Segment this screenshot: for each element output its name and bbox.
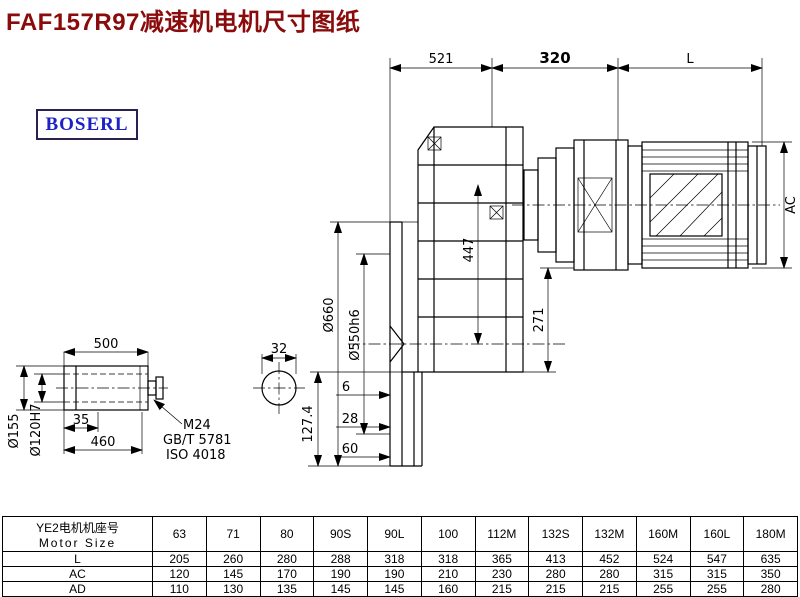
frame-size-cell: 160L xyxy=(689,516,745,552)
frame-size-cell: 112M xyxy=(474,516,530,552)
frame-size-cell: 90L xyxy=(367,516,422,552)
dim-500-label: 500 xyxy=(94,337,119,352)
motor-fins xyxy=(642,149,748,261)
value-cell: 365 xyxy=(474,551,530,567)
row-label-cell: AC xyxy=(2,566,153,582)
hollow-shaft-bore-chamfer xyxy=(389,325,405,363)
value-cell: 135 xyxy=(259,581,315,597)
dim-AC-label: AC xyxy=(784,196,799,214)
bolt-standard-iso-label: ISO 4018 xyxy=(166,448,226,463)
bolt-leader-line xyxy=(153,399,183,425)
frame-size-cell: 132M xyxy=(582,516,637,552)
value-cell: 145 xyxy=(367,581,422,597)
dim-155-label: Ø155 xyxy=(7,413,22,448)
value-cell: 215 xyxy=(528,581,583,597)
value-cell: 255 xyxy=(689,581,745,597)
gearbox-housing xyxy=(417,126,524,373)
value-cell: 524 xyxy=(635,551,691,567)
value-cell: 547 xyxy=(689,551,745,567)
dim-271-label: 271 xyxy=(532,308,547,333)
dim-28-label: 28 xyxy=(342,412,359,427)
shaft-detail xyxy=(63,365,164,411)
value-cell: 413 xyxy=(528,551,583,567)
page-title: FAF157R97减速机电机尺寸图纸 xyxy=(6,9,361,36)
value-cell: 452 xyxy=(582,551,637,567)
boserl-logo: BOSERL xyxy=(36,109,138,140)
value-cell: 315 xyxy=(635,566,691,582)
dim-35-label: 35 xyxy=(73,413,90,428)
value-cell: 190 xyxy=(313,566,368,582)
value-cell: 280 xyxy=(743,581,798,597)
dim-460-label: 460 xyxy=(91,435,116,450)
value-cell: 210 xyxy=(420,566,476,582)
bolt-spec-label: M24 xyxy=(183,418,211,433)
value-cell: 145 xyxy=(313,581,368,597)
value-cell: 110 xyxy=(152,581,207,597)
motor-size-label-en: Motor Size xyxy=(38,535,117,550)
bolt-standard-gb-label: GB/T 5781 xyxy=(163,433,232,448)
value-cell: 215 xyxy=(582,581,637,597)
value-cell: 318 xyxy=(367,551,422,567)
motor-size-header-cell: YE2电机机座号 Motor Size xyxy=(2,516,153,552)
value-cell: 255 xyxy=(635,581,691,597)
value-cell: 170 xyxy=(259,566,315,582)
frame-size-cell: 180M xyxy=(743,516,798,552)
housing-bolt-marks xyxy=(427,136,504,220)
dim-660-label: Ø660 xyxy=(322,297,337,332)
dim-60-label: 60 xyxy=(342,442,359,457)
value-cell: 318 xyxy=(420,551,476,567)
dim-L-label: L xyxy=(686,52,694,67)
boserl-logo-text: BOSERL xyxy=(45,113,129,135)
value-cell: 215 xyxy=(474,581,530,597)
value-cell: 160 xyxy=(420,581,476,597)
dim-32-label: 32 xyxy=(271,342,288,357)
end-bolt-head xyxy=(155,376,164,400)
dim-6-label: 6 xyxy=(342,380,350,395)
value-cell: 205 xyxy=(152,551,207,567)
dimension-lines xyxy=(20,64,788,467)
value-cell: 315 xyxy=(689,566,745,582)
frame-size-cell: 132S xyxy=(528,516,583,552)
frame-size-cell: 100 xyxy=(420,516,476,552)
frame-size-cell: 90S xyxy=(313,516,368,552)
value-cell: 280 xyxy=(259,551,315,567)
table-header-row: YE2电机机座号 Motor Size 63 71 80 90S 90L 100… xyxy=(2,516,798,552)
frame-size-cell: 160M xyxy=(635,516,691,552)
row-label-cell: AD xyxy=(2,581,153,597)
motor-size-label-cn: YE2电机机座号 xyxy=(36,520,119,535)
motor-size-table: YE2电机机座号 Motor Size 63 71 80 90S 90L 100… xyxy=(2,516,798,597)
frame-size-cell: 80 xyxy=(259,516,315,552)
dim-120H7-label: Ø120H7 xyxy=(29,403,44,456)
mounting-hole-detail xyxy=(261,370,297,406)
table-row-AC: AC 120 145 170 190 190 210 230 280 280 3… xyxy=(2,566,798,582)
value-cell: 635 xyxy=(743,551,798,567)
dim-447-label: 447 xyxy=(462,238,477,263)
row-label-cell: L xyxy=(2,551,153,567)
value-cell: 280 xyxy=(582,566,637,582)
value-cell: 230 xyxy=(474,566,530,582)
dim-127-label: 127.4 xyxy=(301,405,316,442)
dim-550h6-label: Ø550h6 xyxy=(348,309,363,361)
value-cell: 145 xyxy=(205,566,261,582)
value-cell: 120 xyxy=(152,566,207,582)
dim-320-label: 320 xyxy=(539,49,570,67)
frame-size-cell: 63 xyxy=(152,516,207,552)
value-cell: 288 xyxy=(313,551,368,567)
value-cell: 280 xyxy=(528,566,583,582)
motor-hatch xyxy=(649,173,723,237)
table-row-AD: AD 110 130 135 145 145 160 215 215 215 2… xyxy=(2,581,798,597)
value-cell: 350 xyxy=(743,566,798,582)
dim-521-label: 521 xyxy=(429,52,454,67)
technical-drawing: 521 320 L AC 447 271 Ø660 Ø550h6 500 32 … xyxy=(7,49,799,467)
value-cell: 190 xyxy=(367,566,422,582)
motor xyxy=(627,141,767,269)
value-cell: 260 xyxy=(205,551,261,567)
frame-size-cell: 71 xyxy=(205,516,261,552)
table-row-L: L 205 260 280 288 318 318 365 413 452 52… xyxy=(2,551,798,567)
value-cell: 130 xyxy=(205,581,261,597)
